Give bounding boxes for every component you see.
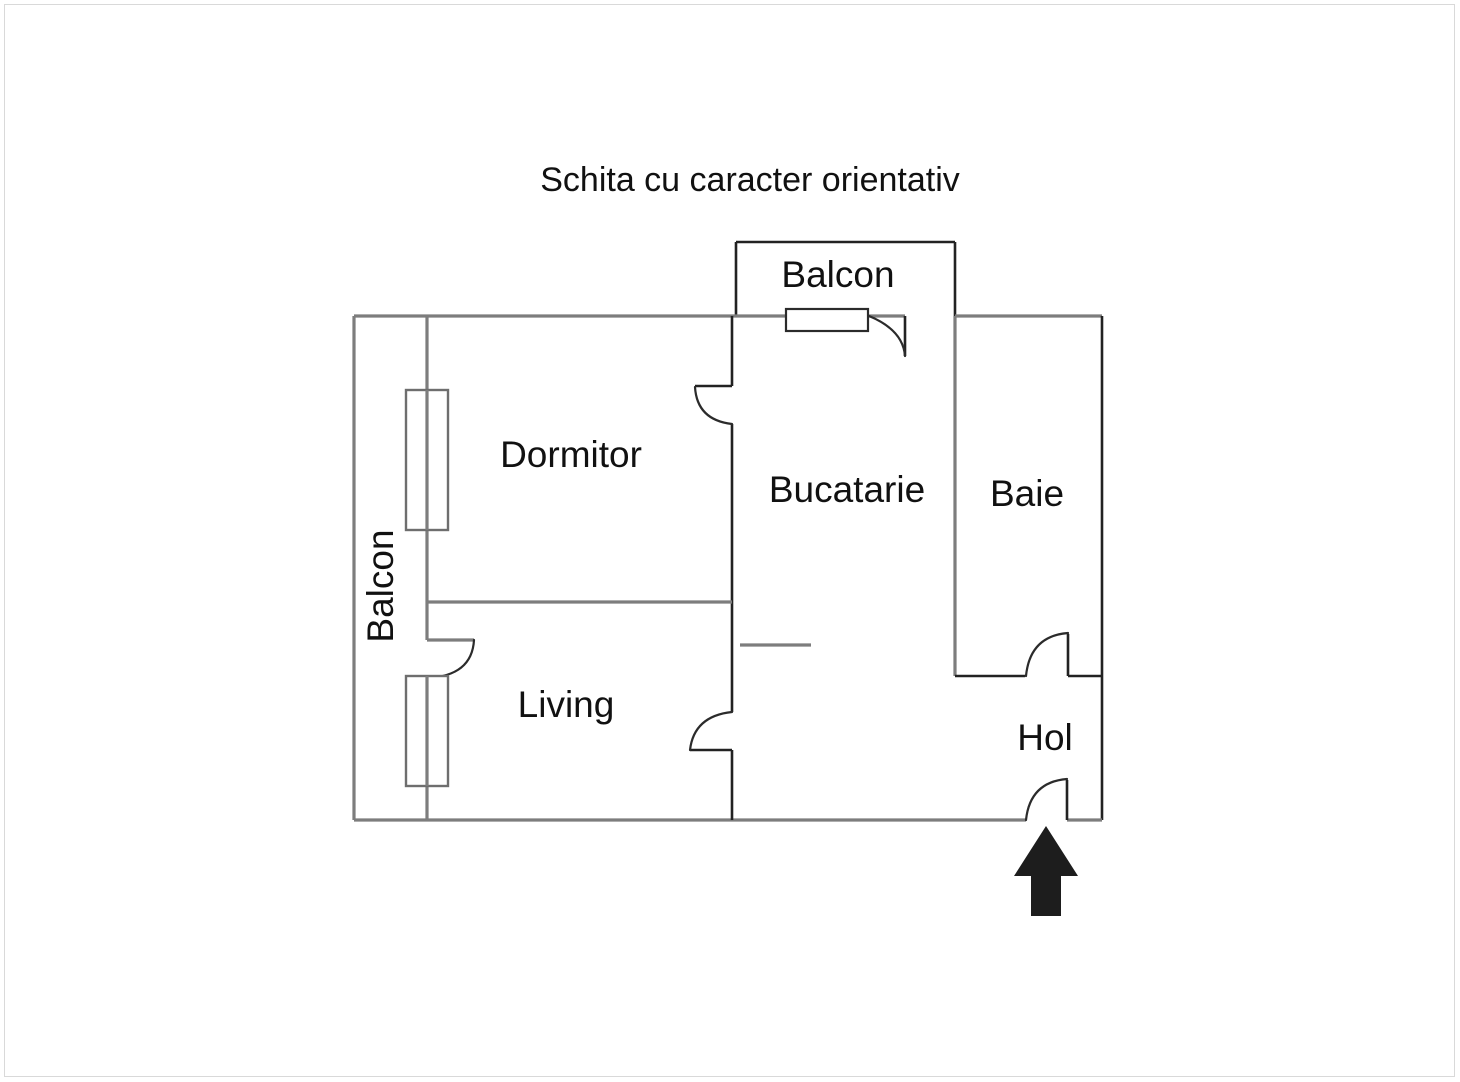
room-label-dormitor: Dormitor bbox=[500, 434, 642, 475]
room-balcon-left: Balcon bbox=[360, 316, 476, 820]
room-balcon-top: Balcon bbox=[734, 240, 957, 358]
door-arc-dormitor bbox=[693, 385, 734, 426]
window-balcon-top bbox=[784, 307, 870, 333]
room-label-baie: Baie bbox=[990, 473, 1064, 514]
room-label-living: Living bbox=[518, 684, 615, 725]
door-arc-balcon-left bbox=[425, 638, 476, 680]
room-label-bucatarie: Bucatarie bbox=[769, 469, 925, 510]
entrance-direction-arrow bbox=[1014, 826, 1078, 916]
door-arc-living bbox=[688, 710, 734, 752]
page-title: Schita cu caracter orientativ bbox=[540, 161, 960, 199]
apartment-outline bbox=[352, 314, 1104, 822]
door-arc-balcon-top bbox=[867, 314, 907, 358]
wall-central-vertical bbox=[688, 316, 734, 820]
door-arc-entrance bbox=[1024, 777, 1069, 822]
entrance-door bbox=[1024, 777, 1069, 822]
door-arc-baie bbox=[1024, 631, 1070, 678]
room-baie: Baie bbox=[953, 316, 1102, 678]
room-label-hol: Hol bbox=[1017, 717, 1073, 758]
room-label-balcon-top: Balcon bbox=[781, 254, 894, 295]
room-label-balcon-left: Balcon bbox=[360, 529, 401, 642]
